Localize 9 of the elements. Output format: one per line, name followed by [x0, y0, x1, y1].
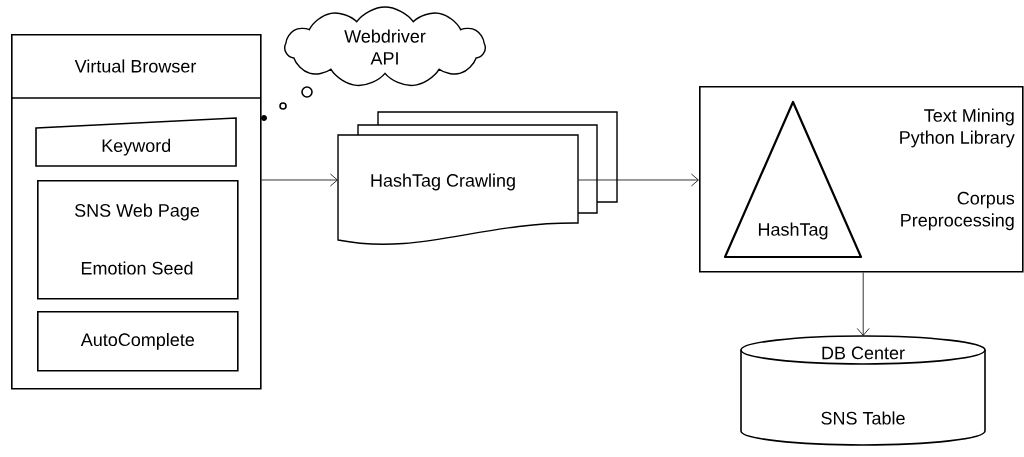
process-box: AutoComplete	[37, 311, 239, 372]
arrow	[856, 272, 870, 336]
arrow	[261, 173, 338, 187]
node-label: SNS Table	[821, 411, 905, 425]
database-cylinder: DB Center SNS Table	[740, 335, 986, 446]
input-box: Keyword	[35, 117, 237, 167]
arrow	[578, 173, 699, 187]
process-box: SNS Web Page Emotion Seed	[37, 180, 239, 300]
stacked-document: HashTag Crawling	[337, 111, 618, 245]
